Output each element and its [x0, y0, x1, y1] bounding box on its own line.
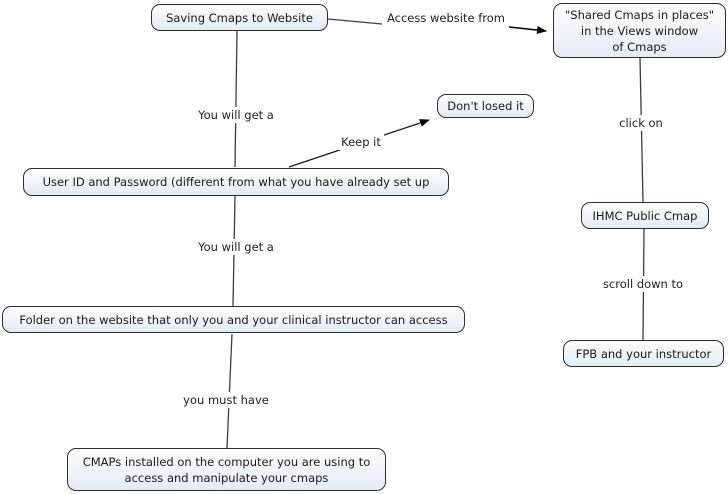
concept-node-saving-cmaps-to-website[interactable]: Saving Cmaps to Website	[151, 4, 328, 31]
concept-node-shared-cmaps-in-places[interactable]: "Shared Cmaps in places" in the Views wi…	[553, 3, 726, 58]
concept-node-dont-losed-it[interactable]: Don't losed it	[437, 94, 534, 118]
link-label-access-website-from[interactable]: Access website from	[384, 10, 508, 26]
concept-node-user-id-and-password[interactable]: User ID and Password (different from wha…	[23, 168, 449, 196]
edge-access-label-to-shared-arrow	[508, 26, 547, 35]
concept-node-cmaps-installed[interactable]: CMAPs installed on the computer you are …	[67, 448, 386, 491]
edge-saving-to-access-label	[327, 18, 383, 25]
link-label-click-on[interactable]: click on	[616, 115, 666, 131]
link-label-you-must-have[interactable]: you must have	[180, 392, 272, 408]
concept-node-fpb-and-your-instructor[interactable]: FPB and your instructor	[563, 340, 724, 367]
link-label-you-will-get-a-2[interactable]: You will get a	[195, 239, 277, 255]
link-label-you-will-get-a-1[interactable]: You will get a	[195, 107, 277, 123]
concept-node-folder-on-website[interactable]: Folder on the website that only you and …	[2, 306, 465, 333]
link-label-keep-it[interactable]: Keep it	[338, 134, 384, 150]
link-label-scroll-down-to[interactable]: scroll down to	[599, 276, 687, 292]
concept-node-ihmc-public-cmap[interactable]: IHMC Public Cmap	[581, 202, 709, 229]
edge-saving-to-userid	[234, 30, 238, 168]
edge-folder-to-cmaps-installed	[226, 333, 233, 449]
